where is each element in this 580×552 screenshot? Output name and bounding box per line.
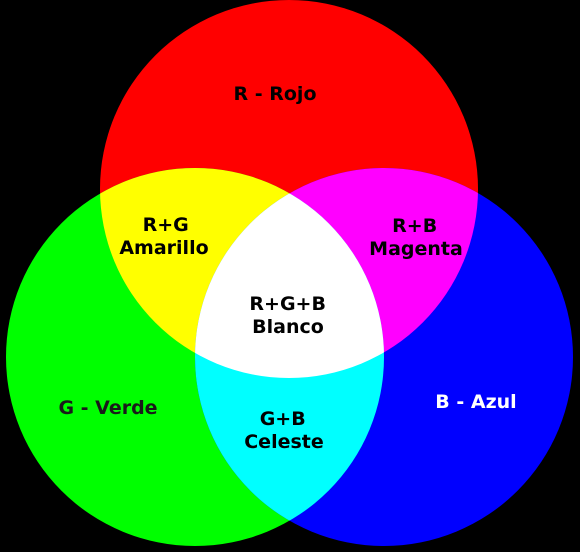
red-label: R - Rojo: [234, 83, 317, 105]
all-colors-label: R+G+B Blanco: [249, 293, 332, 338]
green-blue-label: G+B Celeste: [244, 408, 324, 453]
red-blue-label: R+B Magenta: [369, 215, 463, 260]
all-colors-overlap: [195, 168, 384, 378]
green-label: G - Verde: [58, 397, 157, 419]
blue-label: B - Azul: [435, 391, 516, 413]
red-green-label: R+G Amarillo: [119, 214, 208, 259]
